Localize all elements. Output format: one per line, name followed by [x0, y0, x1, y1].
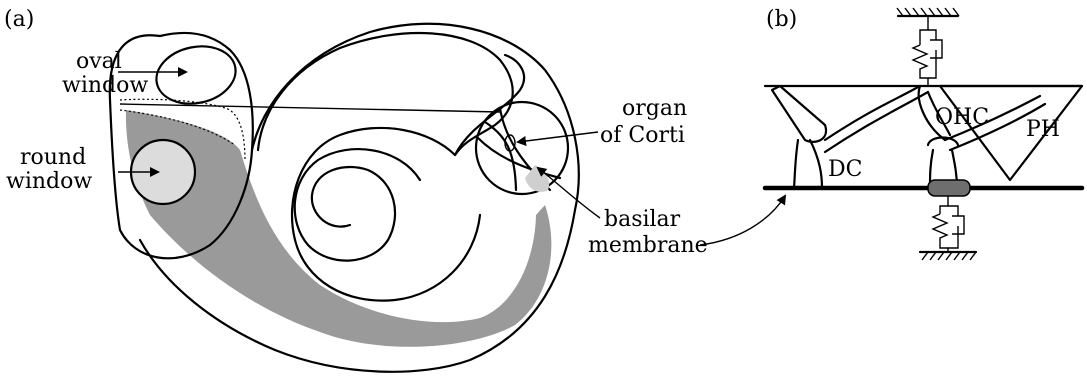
organ-of-corti-label-2: of Corti — [600, 123, 685, 148]
basilar-membrane-label-1: basilar — [604, 207, 681, 232]
panel-a: (a) oval window round windo — [4, 7, 708, 372]
ph-label: PH — [1026, 117, 1060, 142]
round-window-label-2: window — [6, 169, 92, 194]
top-spring-damper — [913, 16, 942, 86]
organ-of-corti-arrow — [518, 132, 598, 142]
bottom-spring-damper — [933, 196, 964, 252]
bottom-ground — [920, 252, 976, 260]
dc-label: DC — [828, 157, 862, 182]
cross-section-partition-1 — [478, 138, 560, 178]
oval-window-label-2: window — [62, 73, 148, 98]
ohc-label: OHC — [935, 105, 989, 130]
oval-window — [151, 39, 241, 110]
basilar-membrane-pointer — [700, 196, 785, 245]
helicotrema-fold — [455, 55, 524, 155]
panel-b: (b) — [700, 7, 1082, 260]
round-window-label-1: round — [20, 145, 86, 170]
basilar-mass — [928, 180, 970, 196]
panel-a-tag: (a) — [4, 7, 34, 32]
top-ground — [897, 8, 959, 16]
oval-window-label-1: oval — [76, 49, 122, 74]
left-phalangeal-process — [772, 86, 826, 142]
organ-of-corti-label-1: organ — [622, 96, 687, 121]
basilar-membrane-label-2: membrane — [588, 233, 708, 258]
scala-boundary-line — [120, 104, 500, 112]
outer-hair-cell — [825, 86, 928, 152]
panel-b-tag: (b) — [766, 7, 797, 32]
cochlea-spiral — [295, 149, 420, 261]
basilar-membrane-arrow — [538, 168, 600, 218]
cochlea-inner-wall — [258, 33, 513, 301]
deiters-cell-left-pillar — [794, 140, 822, 188]
